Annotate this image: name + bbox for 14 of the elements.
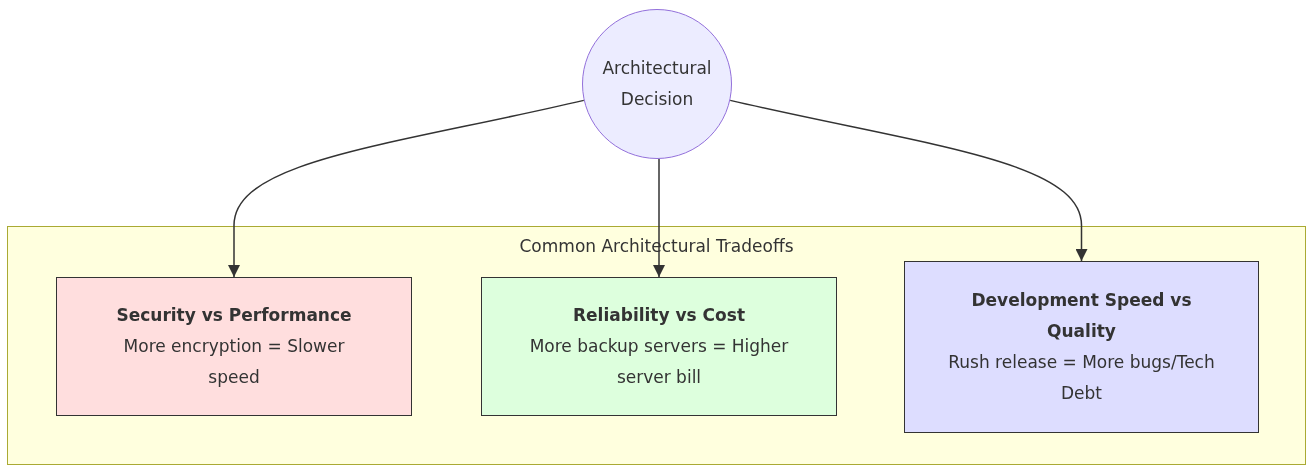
tradeoff-box [481,277,837,416]
arrow [729,99,1088,262]
node-label: Architectural Decision [601,57,713,111]
arrow [653,158,665,278]
box-description: More encryption = Slower speed [122,335,346,389]
arrow [228,99,585,278]
box-heading: Development Speed vs Quality [970,289,1193,343]
box-description: More backup servers = Higher server bill [528,335,790,389]
tradeoff-box [904,261,1259,433]
group-panel [7,226,1306,465]
box-description: Rush release = More bugs/Tech Debt [947,351,1216,405]
box-heading: Security vs Performance [116,304,352,327]
tradeoff-box [56,277,412,416]
box-heading: Reliability vs Cost [572,304,745,327]
